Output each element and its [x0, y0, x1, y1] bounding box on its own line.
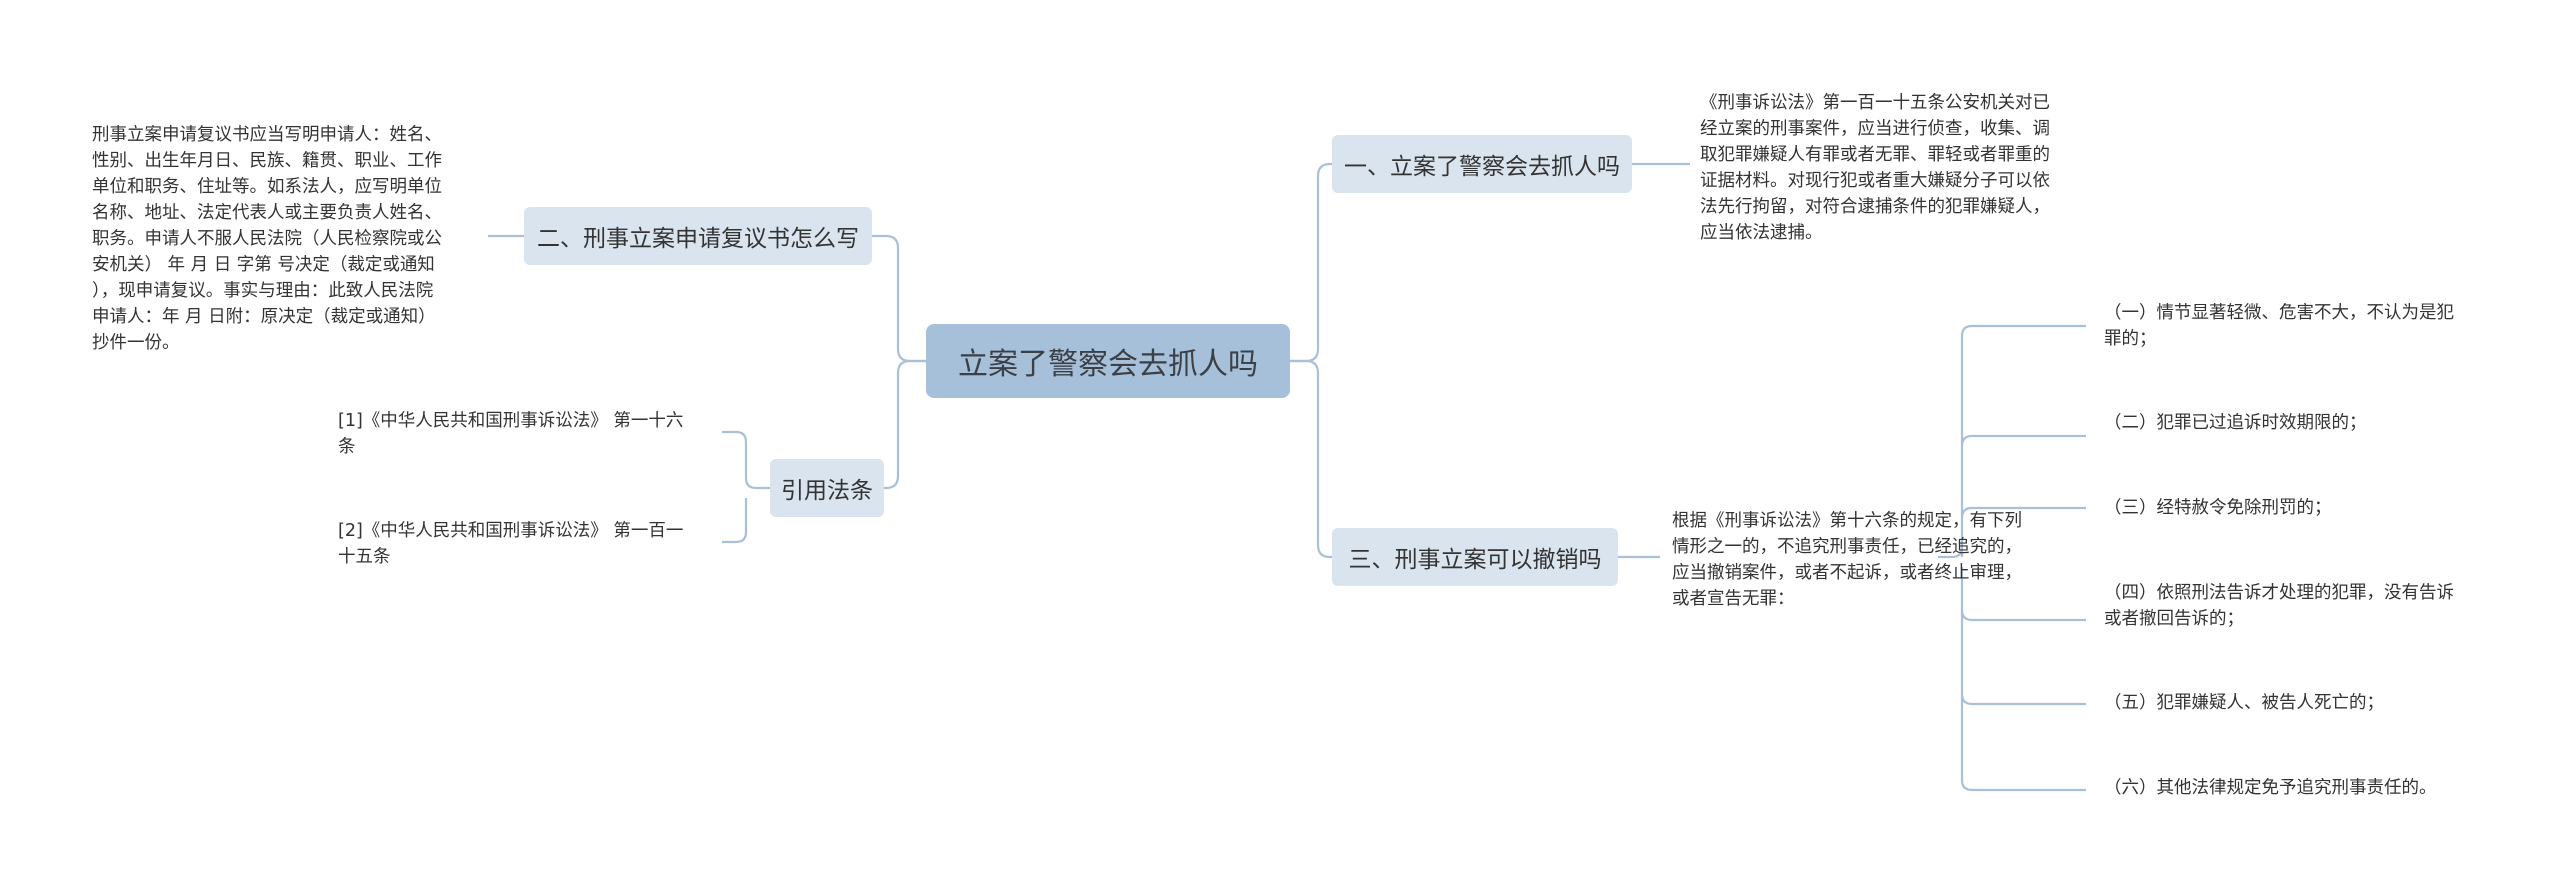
branch-topic-3[interactable]: 三、刑事立案可以撤销吗 — [1332, 528, 1618, 586]
branch-2-label: 二、刑事立案申请复议书怎么写 — [537, 226, 859, 252]
connector-b4-refs — [722, 430, 770, 544]
root-topic[interactable]: 立案了警察会去抓人吗 — [926, 324, 1290, 398]
connector-b3-items — [1938, 324, 2086, 792]
branch-3-item-1: （一）情节显著轻微、危害不大，不认为是犯 罪的； — [2104, 303, 2454, 349]
reference-1: [1]《中华人民共和国刑事诉讼法》 第一十六 条 — [338, 411, 684, 457]
branch-3-item-3: （三）经特赦令免除刑罚的； — [2104, 498, 2332, 518]
branch-3-item-4: （四）依照刑法告诉才处理的犯罪，没有告诉 或者撤回告诉的； — [2104, 583, 2454, 629]
reference-2: [2]《中华人民共和国刑事诉讼法》 第一百一 十五条 — [338, 521, 684, 567]
branch-2-detail-text: 刑事立案申请复议书应当写明申请人：姓名、 性别、出生年月日、民族、籍贯、职业、工… — [92, 125, 442, 353]
connector-root-b3 — [1290, 359, 1332, 559]
branch-topic-1[interactable]: 一、立案了警察会去抓人吗 — [1332, 135, 1632, 193]
branch-topic-2[interactable]: 二、刑事立案申请复议书怎么写 — [524, 207, 872, 265]
connector-root-b4 — [884, 359, 926, 490]
branch-3-item-5: （五）犯罪嫌疑人、被告人死亡的； — [2104, 693, 2384, 713]
branch-1-detail-text: 《刑事诉讼法》第一百一十五条公安机关对已 经立案的刑事案件，应当进行侦查，收集、… — [1700, 93, 2050, 243]
branch-3-detail-text: 根据《刑事诉讼法》第十六条的规定，有下列 情形之一的，不追究刑事责任，已经追究的… — [1672, 511, 2022, 609]
branch-3-item-2: （二）犯罪已过追诉时效期限的； — [2104, 413, 2367, 433]
connector-root-b2 — [872, 234, 926, 363]
root-topic-label: 立案了警察会去抓人吗 — [958, 347, 1258, 382]
connector-root-b1 — [1290, 162, 1332, 363]
branch-3-label: 三、刑事立案可以撤销吗 — [1348, 547, 1602, 573]
branch-topic-4[interactable]: 引用法条 — [770, 459, 884, 517]
branch-4-label: 引用法条 — [781, 478, 873, 504]
branch-1-label: 一、立案了警察会去抓人吗 — [1344, 154, 1620, 180]
branch-3-item-6: （六）其他法律规定免予追究刑事责任的。 — [2104, 778, 2437, 798]
